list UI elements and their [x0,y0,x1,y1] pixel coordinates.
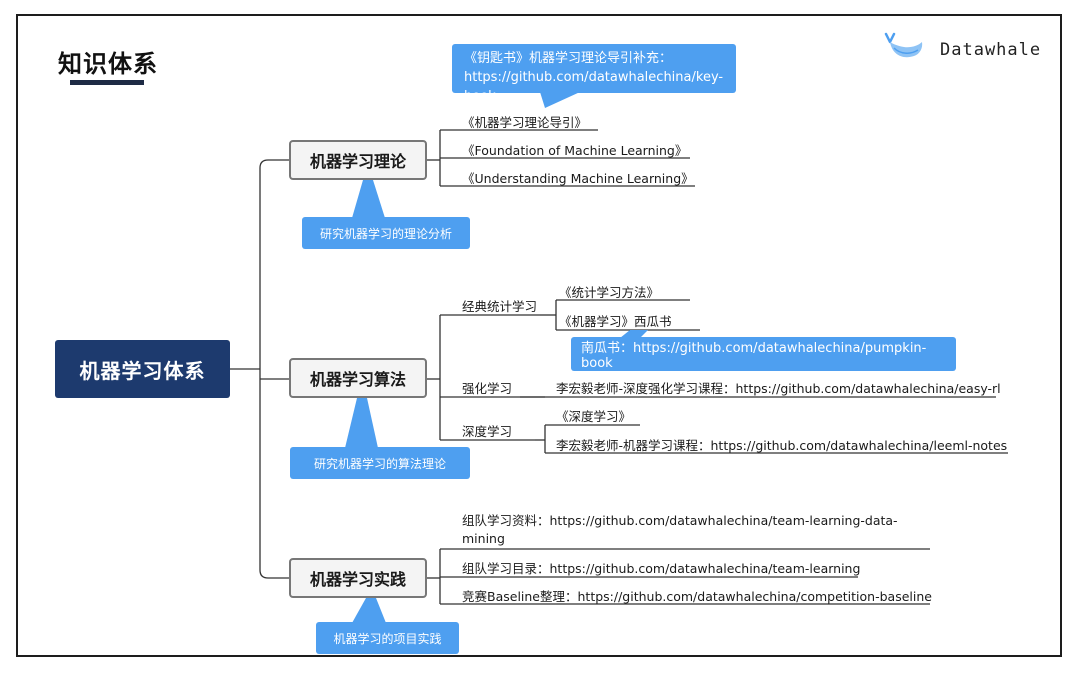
dl-item-2: 李宏毅老师-机器学习课程：https://github.com/datawhal… [556,438,1008,453]
topic-practice: 机器学习实践 [289,558,427,598]
note-theory: 研究机器学习的理论分析 [302,217,470,249]
callout-pumpkin-book: 南瓜书：https://github.com/datawhalechina/pu… [571,337,956,371]
practice-item-1: 组队学习资料：https://github.com/datawhalechina… [462,513,898,546]
practice-item-2: 组队学习目录：https://github.com/datawhalechina… [462,561,861,576]
logo-text: Datawhale [940,40,1042,60]
topic-algorithm: 机器学习算法 [289,358,427,398]
root-node: 机器学习体系 [55,340,230,398]
rl-item: 李宏毅老师-深度强化学习课程：https://github.com/datawh… [556,381,1001,396]
callout-key-book: 《钥匙书》机器学习理论导引补充：https://github.com/dataw… [452,44,736,104]
title-underline [70,80,144,85]
classic-item-1: 《统计学习方法》 [559,285,660,300]
topic-theory: 机器学习理论 [289,140,427,180]
practice-item-3: 竞赛Baseline整理：https://github.com/datawhal… [462,589,932,604]
classic-label: 经典统计学习 [462,299,538,314]
classic-item-2: 《机器学习》西瓜书 [559,314,672,329]
diagram-frame [16,14,1062,657]
theory-item-2: 《Foundation of Machine Learning》 [462,143,688,158]
dl-label: 深度学习 [462,424,513,439]
page-title: 知识体系 [58,50,158,78]
dl-item-1: 《深度学习》 [556,409,632,424]
whale-icon [884,32,923,58]
note-algorithm: 研究机器学习的算法理论 [290,447,470,479]
note-practice: 机器学习的项目实践 [316,622,459,654]
theory-item-3: 《Understanding Machine Learning》 [462,171,694,186]
rl-label: 强化学习 [462,381,513,396]
theory-item-1: 《机器学习理论导引》 [462,115,588,130]
